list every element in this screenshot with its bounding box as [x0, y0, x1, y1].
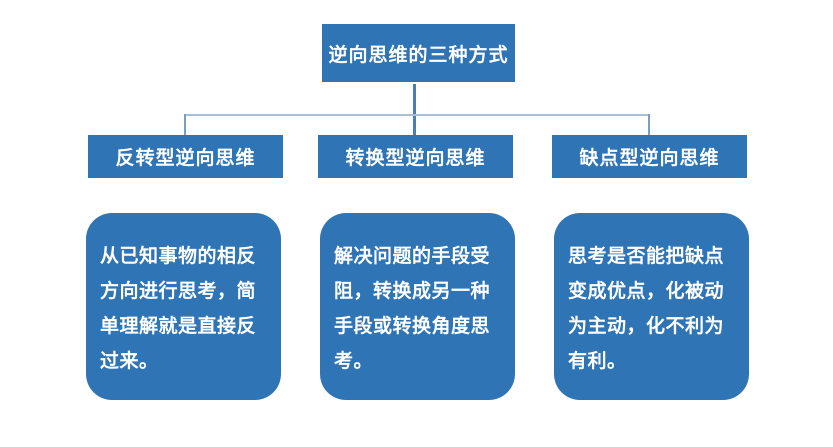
description-node-conversion: 解决问题的手段受阻，转换成另一种手段或转换角度思考。 [320, 213, 515, 400]
branch-node-label: 转换型逆向思维 [345, 148, 486, 169]
connector-horizontal-line [185, 114, 650, 116]
description-text: 解决问题的手段受阻，转换成另一种手段或转换角度思考。 [334, 246, 491, 372]
description-text: 思考是否能把缺点变成优点，化被动为主动，化不利为有利。 [568, 246, 725, 372]
branch-node-defect: 缺点型逆向思维 [552, 135, 747, 178]
root-node-label: 逆向思维的三种方式 [328, 44, 509, 66]
branch-node-label: 反转型逆向思维 [115, 148, 256, 169]
description-node-defect: 思考是否能把缺点变成优点，化被动为主动，化不利为有利。 [554, 213, 749, 400]
connector-branch-left [184, 114, 186, 135]
description-text: 从已知事物的相反方向进行思考，简单理解就是直接反过来。 [100, 246, 257, 372]
branch-node-reversal: 反转型逆向思维 [88, 135, 283, 178]
connector-stem-line [413, 84, 416, 136]
root-node: 逆向思维的三种方式 [322, 24, 515, 82]
description-node-reversal: 从已知事物的相反方向进行思考，简单理解就是直接反过来。 [86, 213, 281, 400]
branch-node-label: 缺点型逆向思维 [579, 148, 720, 169]
connector-branch-right [648, 114, 650, 135]
branch-node-conversion: 转换型逆向思维 [318, 135, 513, 178]
